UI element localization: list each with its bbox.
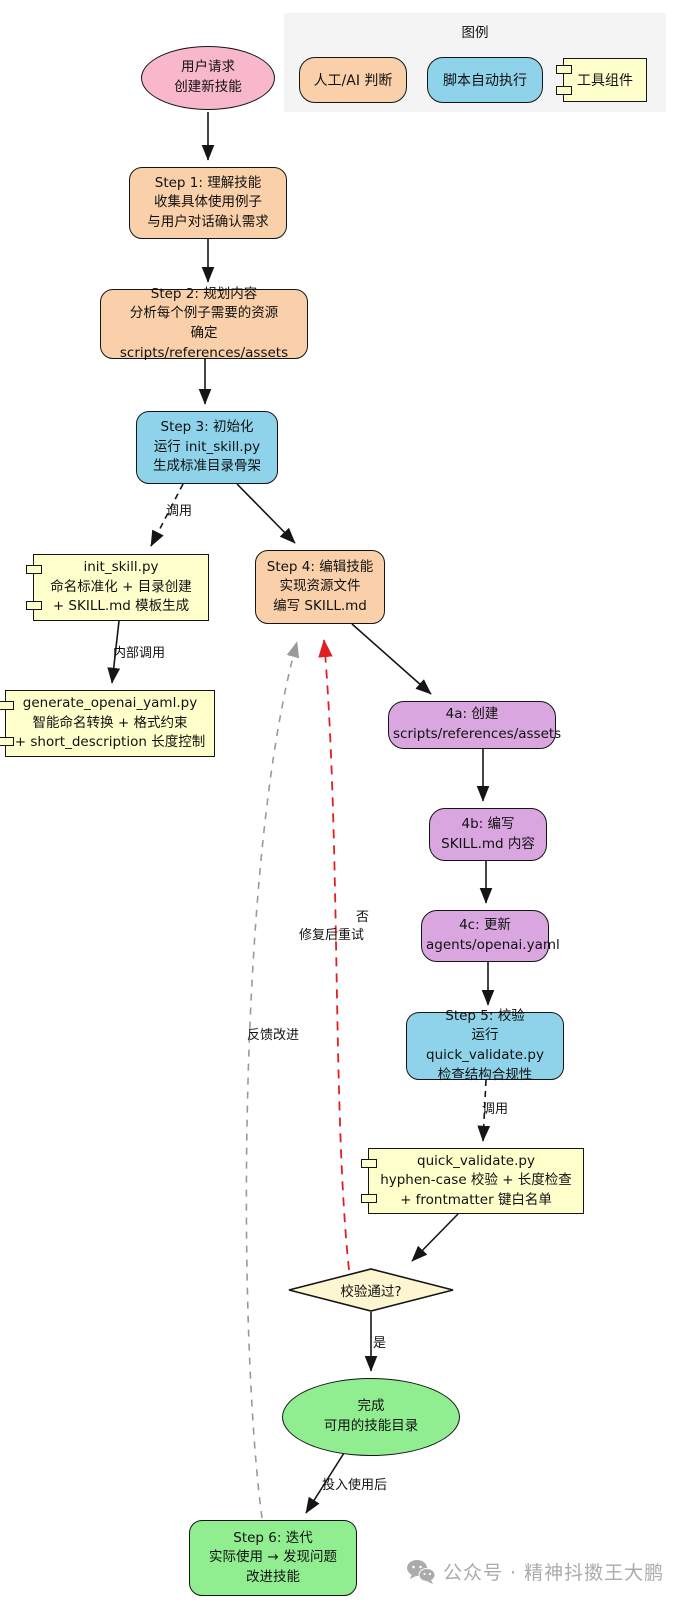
node-line: 完成 — [357, 1398, 385, 1415]
component-tab-icon — [0, 701, 14, 710]
node-line: 检查结构合规性 — [437, 1066, 533, 1083]
legend-item-tool-component: 工具组件 — [556, 58, 647, 102]
node-line: Step 5: 校验 — [445, 1007, 525, 1024]
edge-decision-no-retry — [318, 639, 350, 1271]
node-start: 用户请求 创建新技能 — [141, 46, 275, 110]
node-line: 校验通过? — [340, 1284, 402, 1300]
legend-item-manual-ai: 人工/AI 判断 — [299, 57, 407, 103]
node-line: agents/openai.yaml — [426, 937, 560, 953]
component-tab-icon — [556, 65, 572, 74]
node-init-skill-py: init_skill.py 命名标准化 + 目录创建 + SKILL.md 模板… — [26, 554, 209, 621]
edge-label-call-validate: 调用 — [482, 1102, 509, 1117]
node-line: 实现资源文件 — [279, 578, 361, 595]
node-line: Step 4: 编辑技能 — [266, 558, 374, 575]
component-tab-icon — [361, 1159, 377, 1168]
legend-item-script-auto: 脚本自动执行 — [427, 57, 543, 103]
node-generate-openai-yaml-py: generate_openai_yaml.py 智能命名转换 + 格式约束 + … — [0, 690, 215, 757]
component-tab-icon — [361, 1194, 377, 1203]
node-line: + short_description 长度控制 — [14, 734, 206, 751]
node-line: 收集具体使用例子 — [154, 194, 262, 211]
node-line: quick_validate.py — [417, 1152, 535, 1169]
node-step4: Step 4: 编辑技能 实现资源文件 编写 SKILL.md — [255, 550, 385, 624]
node-line: 命名标准化 + 目录创建 — [50, 578, 192, 595]
component-tab-icon — [26, 601, 42, 610]
edge-step4-4a — [351, 623, 432, 695]
node-step2: Step 2: 规划内容 分析每个例子需要的资源 确定 scripts/refe… — [100, 286, 308, 361]
node-line: 创建新技能 — [174, 79, 242, 95]
node-line: 确定 scripts/references/assets — [119, 325, 289, 361]
node-step4b: 4b: 编写 SKILL.md 内容 — [429, 808, 547, 861]
node-line: 可用的技能目录 — [323, 1418, 419, 1434]
node-line: Step 2: 规划内容 — [150, 285, 258, 302]
edge-label-call-init: 调用 — [166, 504, 193, 519]
node-line: + SKILL.md 模板生成 — [52, 598, 190, 615]
edge-step6-feedback-step4 — [245, 641, 300, 1519]
node-line: scripts/references/assets — [393, 726, 562, 742]
node-line: 与用户对话确认需求 — [147, 213, 269, 230]
node-line: Step 1: 理解技能 — [154, 174, 262, 191]
edge-quickvalidate-decision — [411, 1213, 459, 1262]
node-step4a: 4a: 创建 scripts/references/assets — [388, 701, 562, 749]
node-line: 分析每个例子需要的资源 — [129, 305, 279, 322]
node-step3: Step 3: 初始化 运行 init_skill.py 生成标准目录骨架 — [136, 411, 278, 484]
edge-label-retry: 修复后重试 — [299, 928, 365, 943]
node-line: Step 3: 初始化 — [160, 419, 254, 436]
node-line: generate_openai_yaml.py — [22, 695, 198, 712]
node-line: 编写 SKILL.md — [273, 597, 367, 614]
component-tab-icon — [0, 737, 14, 746]
node-line: 用户请求 — [181, 59, 235, 76]
node-decision: 校验通过? — [288, 1268, 454, 1312]
node-line: init_skill.py — [83, 559, 159, 576]
edge-label-yes: 是 — [373, 1336, 387, 1351]
legend-panel: 图例 人工/AI 判断 脚本自动执行 工具组件 — [284, 13, 666, 112]
node-line: + frontmatter 键白名单 — [400, 1191, 552, 1208]
node-line: 4b: 编写 — [461, 815, 515, 832]
node-step1: Step 1: 理解技能 收集具体使用例子 与用户对话确认需求 — [129, 167, 287, 239]
node-step5: Step 5: 校验 运行 quick_validate.py 检查结构合规性 — [406, 1008, 564, 1083]
component-tab-icon — [26, 565, 42, 574]
node-quick-validate-py: quick_validate.py hyphen-case 校验 + 长度检查 … — [361, 1148, 584, 1214]
decision-diamond-shape — [288, 1268, 454, 1312]
watermark-text: 公众号 · 精神抖擞王大鹏 — [443, 1562, 665, 1584]
node-line: SKILL.md 内容 — [441, 835, 535, 852]
node-line: hyphen-case 校验 + 长度检查 — [380, 1172, 572, 1189]
node-step4c: 4c: 更新 agents/openai.yaml — [421, 910, 560, 962]
node-line: 改进技能 — [246, 1568, 300, 1585]
node-done: 完成 可用的技能目录 — [282, 1378, 460, 1456]
legend-item-label: 工具组件 — [577, 73, 633, 89]
node-line: 生成标准目录骨架 — [153, 458, 261, 475]
watermark: 公众号 · 精神抖擞王大鹏 — [406, 1558, 664, 1585]
edge-label-feedback: 反馈改进 — [247, 1028, 300, 1043]
component-tab-icon — [556, 86, 572, 95]
legend-item-label: 人工/AI 判断 — [313, 73, 393, 89]
node-line: 智能命名转换 + 格式约束 — [32, 714, 188, 731]
legend-item-label: 脚本自动执行 — [443, 73, 527, 89]
edge-label-no: 否 — [356, 910, 370, 925]
node-line: 4c: 更新 — [459, 917, 511, 934]
edge-step3-step4 — [236, 483, 296, 544]
legend-title: 图例 — [461, 25, 489, 41]
wechat-icon — [407, 1559, 436, 1584]
edge-label-after-use: 投入使用后 — [322, 1478, 388, 1493]
node-line: 4a: 创建 — [445, 706, 499, 723]
node-step6: Step 6: 迭代 实际使用 → 发现问题 改进技能 — [189, 1520, 357, 1596]
node-line: 实际使用 → 发现问题 — [209, 1549, 337, 1566]
node-line: Step 6: 迭代 — [233, 1529, 313, 1546]
edge-label-internal-call: 内部调用 — [113, 646, 166, 661]
node-line: 运行 quick_validate.py — [426, 1027, 544, 1063]
node-line: 运行 init_skill.py — [153, 438, 261, 455]
